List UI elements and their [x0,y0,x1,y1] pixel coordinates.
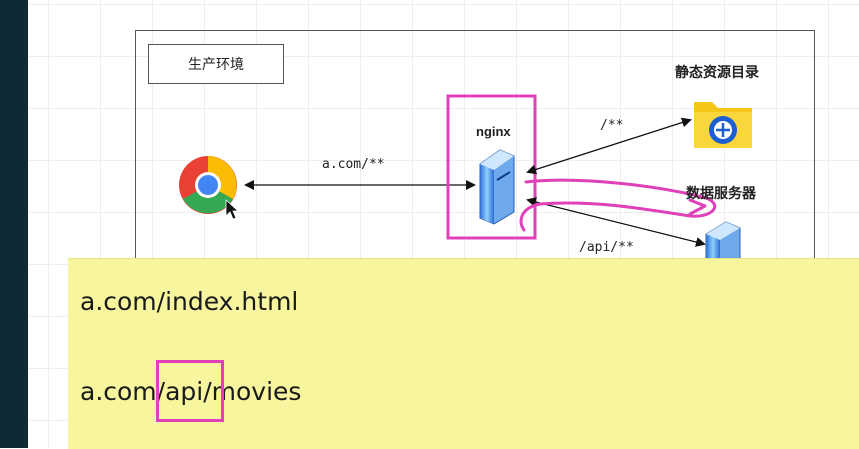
api-segment-highlight-box [156,360,224,422]
static-route-label: /** [600,118,624,133]
static-resources-dir-label: 静态资源目录 [675,64,759,80]
note-url-api-segment: /api [156,377,204,406]
api-route-label: /api/** [579,240,634,255]
nginx-static-arrow [526,117,692,175]
api-forward-loop-annotation [519,178,717,232]
left-sidebar-strip [0,0,28,448]
data-server-label: 数据服务器 [686,185,756,201]
note-line-index-url: a.com/index.html [80,287,299,316]
note-url-host: a.com [80,377,157,406]
sticky-note [68,258,859,449]
folder-icon [694,102,752,148]
data-server-icon [705,221,741,263]
nginx-label: nginx [476,124,511,139]
nginx-dataserver-arrow [526,197,706,247]
browser-route-label: a.com/** [322,157,385,172]
production-environment-label: 生产环境 [148,44,284,84]
note-line-api-url: a.com/api/movies [80,377,301,406]
api-forward-loop-annotation-2 [688,198,707,216]
mouse-cursor-icon [225,199,240,220]
chrome-browser-icon [179,156,237,214]
nginx-server-icon [479,149,515,225]
note-url-path: /movies [203,377,302,406]
